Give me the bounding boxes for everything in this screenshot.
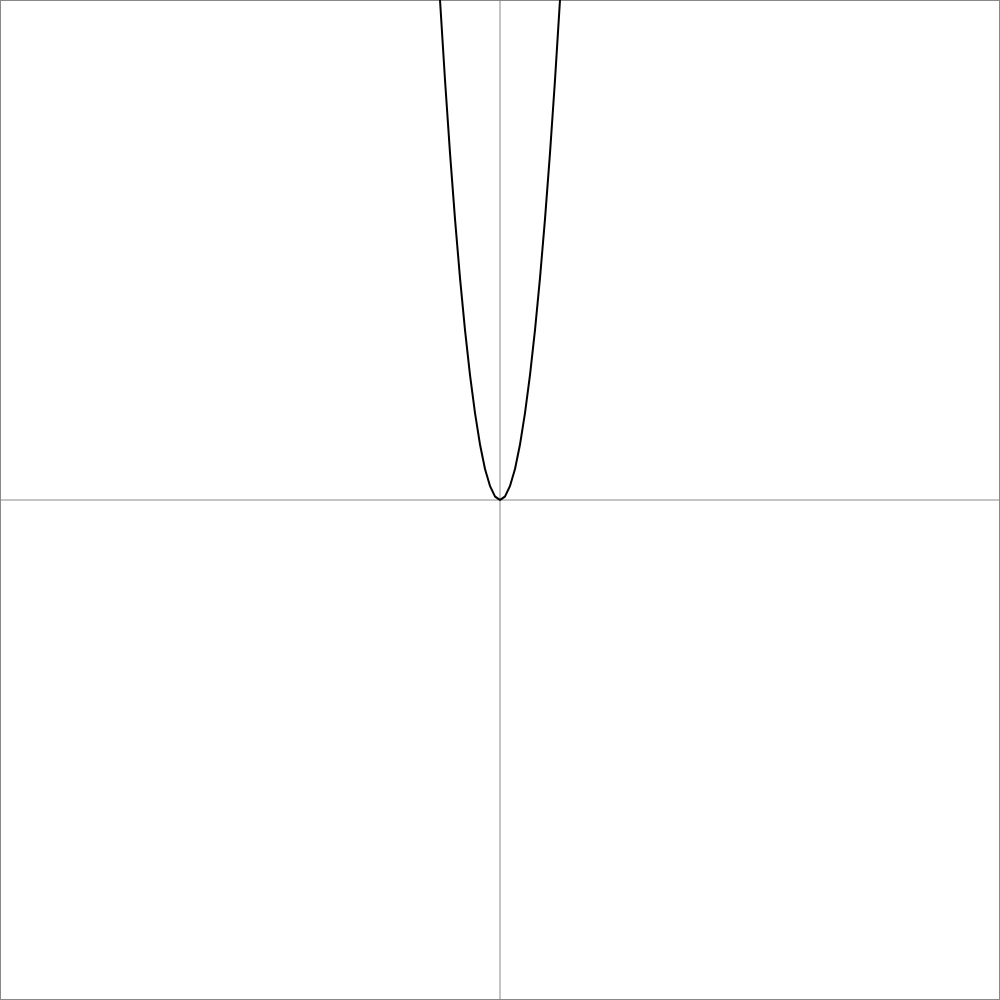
series-line-0 [439, 0, 561, 501]
series-layer [439, 0, 561, 501]
